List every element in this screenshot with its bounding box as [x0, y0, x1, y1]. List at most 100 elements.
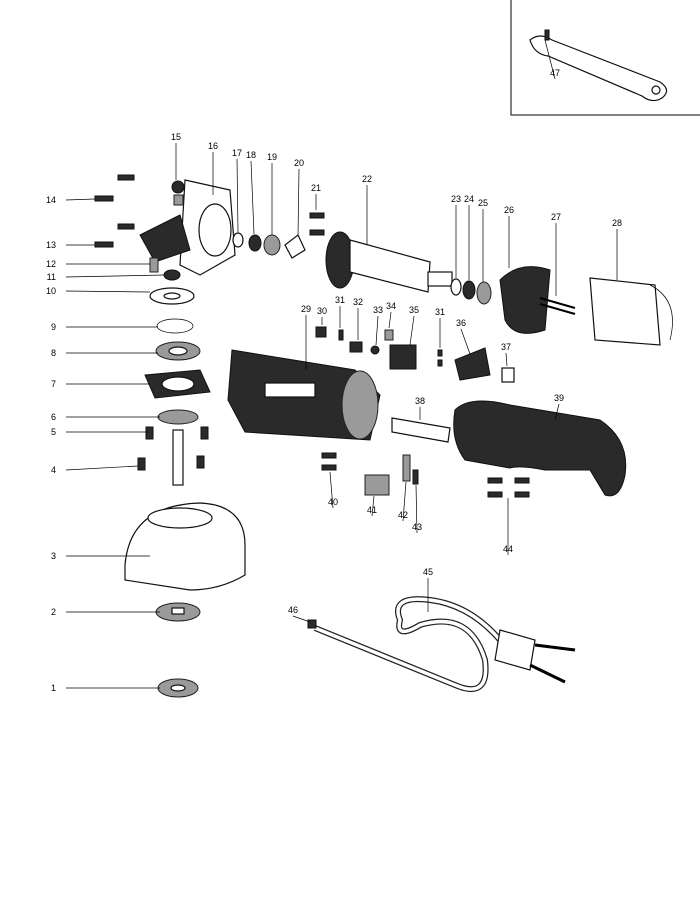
- part-callout-28: 28: [612, 218, 622, 280]
- part-callout-5: 5: [51, 427, 148, 437]
- part-number-label: 9: [51, 322, 56, 332]
- part-number-label: 33: [373, 305, 383, 315]
- part-callout-36: 36: [456, 318, 471, 355]
- part-number-label: 34: [386, 301, 396, 311]
- leader-line: [371, 495, 375, 517]
- part-callout-38: 38: [415, 396, 425, 420]
- leader-line: [65, 290, 151, 293]
- part-number-label: 16: [208, 141, 218, 151]
- part-callout-6: 6: [51, 412, 160, 422]
- part-callout-11: 11: [47, 272, 165, 282]
- part-number-label: 40: [328, 497, 338, 507]
- part-number-label: 37: [501, 342, 511, 352]
- leader-line: [292, 615, 311, 623]
- part-callout-18: 18: [246, 150, 256, 235]
- part-callout-12: 12: [46, 259, 150, 269]
- part-callout-29: 29: [301, 304, 311, 370]
- part-callout-8: 8: [51, 348, 158, 358]
- part-number-label: 39: [554, 393, 564, 403]
- part-callout-17: 17: [232, 148, 242, 233]
- part-number-label: 19: [267, 152, 277, 162]
- part-number-label: 42: [398, 510, 408, 520]
- leader-line: [236, 158, 239, 233]
- part-callout-41: 41: [367, 495, 377, 517]
- part-number-label: 24: [464, 194, 474, 204]
- part-number-label: 46: [288, 605, 298, 615]
- part-number-label: 3: [51, 551, 56, 561]
- part-number-label: 27: [551, 212, 561, 222]
- part-callout-23: 23: [451, 194, 461, 278]
- part-callout-27: 27: [551, 212, 561, 296]
- part-number-label: 8: [51, 348, 56, 358]
- leader-line: [65, 465, 139, 471]
- rear-handle-part: [453, 400, 627, 498]
- part-callout-22: 22: [362, 174, 372, 245]
- flanges-part: [155, 602, 201, 698]
- part-callout-47: 47: [544, 39, 560, 80]
- part-number-label: 14: [46, 195, 56, 205]
- screws-part: [94, 174, 135, 248]
- part-callout-24: 24: [464, 194, 474, 280]
- part-number-label: 29: [301, 304, 311, 314]
- part-number-label: 41: [367, 505, 377, 515]
- part-number-label: 1: [51, 683, 56, 693]
- part-number-label: 30: [317, 306, 327, 316]
- part-callout-46: 46: [288, 605, 311, 623]
- part-number-label: 36: [456, 318, 466, 328]
- part-callout-1: 1: [51, 683, 160, 693]
- part-callout-35: 35: [409, 305, 419, 346]
- part-number-label: 17: [232, 148, 242, 158]
- part-callout-19: 19: [267, 152, 277, 235]
- leader-line: [388, 311, 392, 329]
- part-number-label: 15: [171, 132, 181, 142]
- part-callout-44: 44: [503, 498, 513, 555]
- part-callout-32: 32: [353, 297, 363, 340]
- part-callout-30: 30: [317, 306, 327, 325]
- part-callout-37: 37: [501, 342, 511, 367]
- part-callout-16: 16: [208, 141, 218, 195]
- small-parts-left: [137, 180, 211, 486]
- part-callout-26: 26: [504, 205, 514, 268]
- leader-line: [415, 484, 418, 534]
- pin-wrench-part: [529, 29, 668, 102]
- stator-part: [589, 277, 673, 346]
- part-number-label: 18: [246, 150, 256, 160]
- inset-box-wrench: [510, 0, 700, 116]
- part-number-label: 43: [412, 522, 422, 532]
- part-number-label: 31: [435, 307, 445, 317]
- leader-line: [65, 198, 96, 201]
- gear-housing-part: [139, 179, 236, 276]
- part-callout-20: 20: [294, 158, 304, 237]
- part-callout-9: 9: [51, 322, 158, 332]
- part-callout-10: 10: [46, 286, 151, 296]
- leader-line: [402, 481, 407, 522]
- bearing-parts-right: [450, 266, 576, 334]
- part-callout-15: 15: [171, 132, 181, 180]
- electrical-parts: [315, 326, 515, 496]
- part-number-label: 32: [353, 297, 363, 307]
- wheel-guard-part: [124, 502, 246, 591]
- part-number-label: 45: [423, 567, 433, 577]
- part-callout-42: 42: [398, 481, 408, 522]
- part-callout-3: 3: [51, 551, 150, 561]
- leader-line: [544, 39, 556, 80]
- part-callout-34: 34: [386, 301, 396, 329]
- part-number-label: 2: [51, 607, 56, 617]
- leader-line: [460, 328, 471, 355]
- part-number-label: 47: [550, 68, 560, 78]
- part-number-label: 6: [51, 412, 56, 422]
- leader-line: [329, 471, 334, 509]
- leader-line: [554, 403, 560, 421]
- part-callout-33: 33: [373, 305, 383, 346]
- leader-line: [505, 352, 508, 367]
- part-callout-39: 39: [554, 393, 564, 421]
- part-number-label: 31: [335, 295, 345, 305]
- part-callout-25: 25: [478, 198, 488, 282]
- leader-line: [409, 315, 415, 346]
- part-number-label: 5: [51, 427, 56, 437]
- part-number-label: 4: [51, 465, 56, 475]
- part-callout-40: 40: [328, 471, 338, 509]
- part-number-label: 10: [46, 286, 56, 296]
- part-number-label: 23: [451, 194, 461, 204]
